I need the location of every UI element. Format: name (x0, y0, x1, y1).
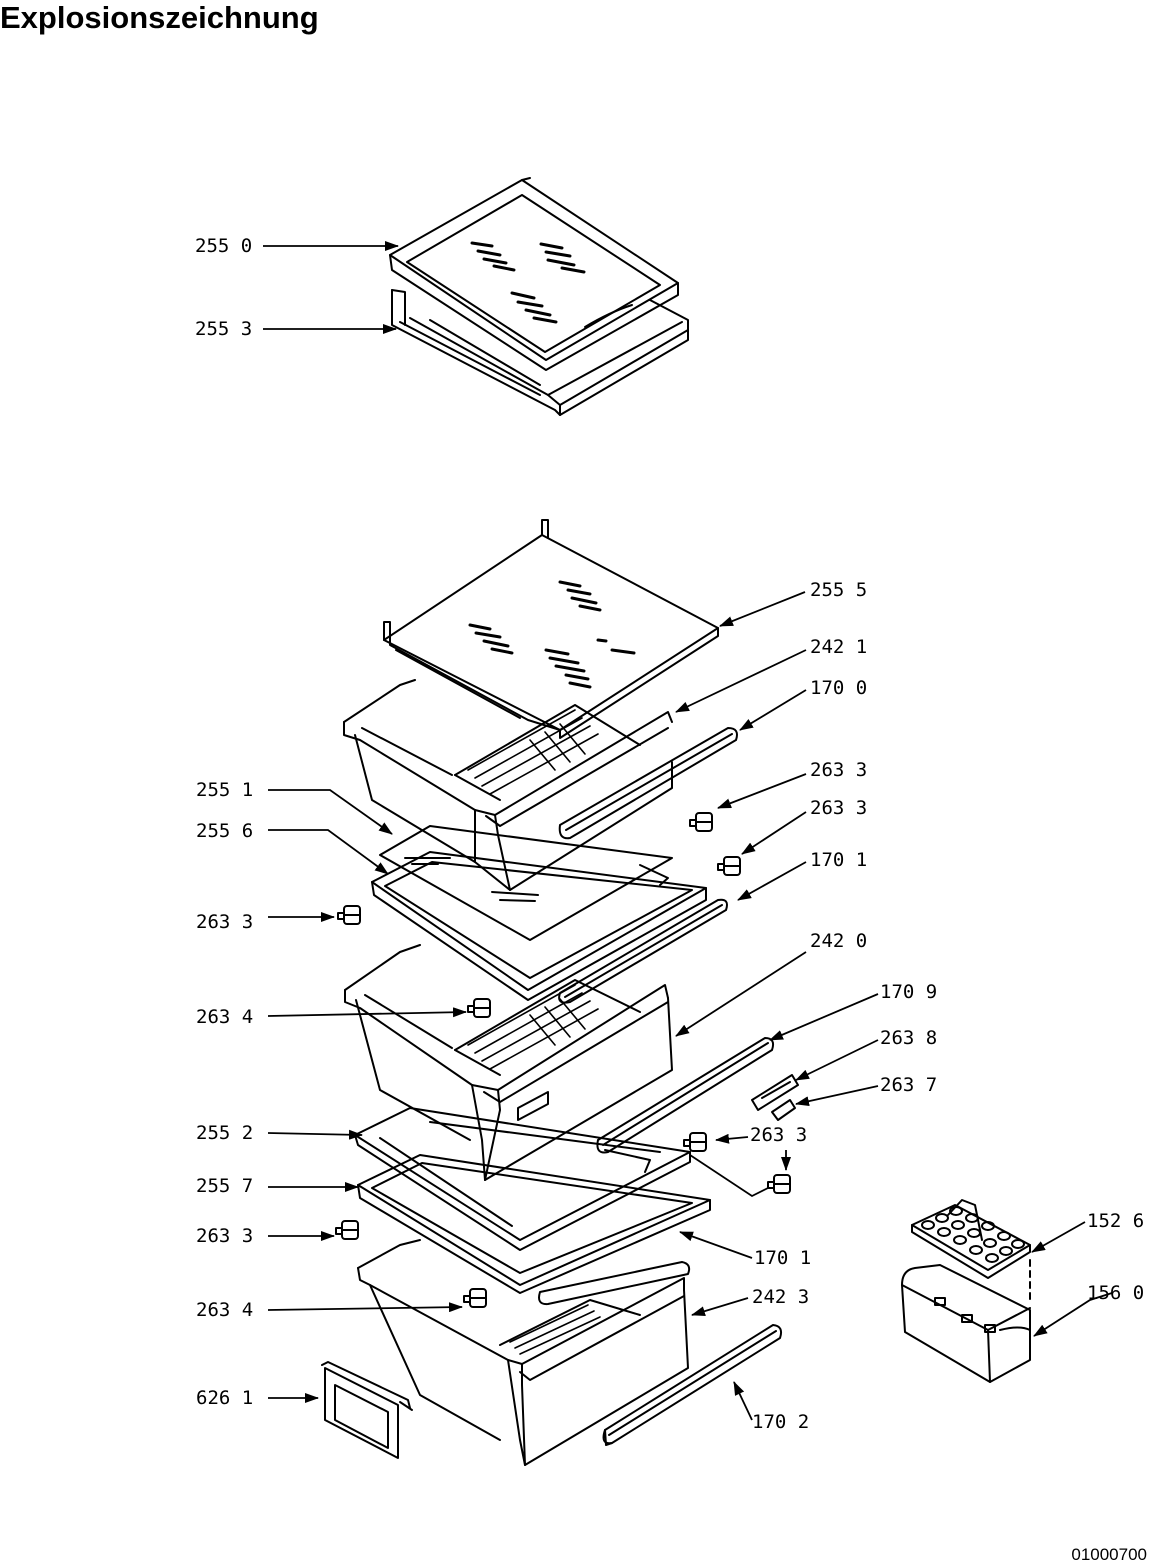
label-263-4-a: 263 4 (196, 1006, 254, 1028)
drawer-242-0 (345, 945, 672, 1180)
label-170-9: 170 9 (880, 981, 938, 1003)
clip-263-8 (752, 1075, 798, 1110)
label-255-2: 255 2 (196, 1122, 254, 1144)
label-263-3-a: 263 3 (810, 759, 868, 781)
label-255-3: 255 3 (195, 318, 253, 340)
label-263-3-d: 263 3 (750, 1124, 808, 1146)
trim-170-1-upper (559, 900, 727, 1003)
label-156-0: 156 0 (1087, 1282, 1145, 1304)
frame-255-6 (372, 852, 706, 1000)
trim-170-0 (560, 728, 737, 838)
drawing-code: 01000700 (1071, 1545, 1147, 1564)
peg-263-4-a (468, 999, 490, 1017)
label-255-7: 255 7 (196, 1175, 254, 1197)
frame-255-7 (358, 1150, 710, 1293)
peg-263-3-a (690, 813, 712, 831)
frame-255-3 (392, 290, 688, 415)
label-242-1: 242 1 (810, 636, 868, 658)
drawer-242-3 (358, 1240, 688, 1465)
label-255-6: 255 6 (196, 820, 254, 842)
egg-box-156-0 (902, 1265, 1030, 1382)
label-255-5: 255 5 (810, 579, 868, 601)
peg-263-3-b (718, 857, 740, 875)
pegs (336, 813, 790, 1307)
trim-170-9 (597, 1038, 773, 1153)
peg-263-3-c (338, 906, 360, 924)
label-263-4-b: 263 4 (196, 1299, 254, 1321)
trim-170-1-lower (539, 1262, 689, 1304)
label-263-7: 263 7 (880, 1074, 938, 1096)
page-title: Explosionszeichnung (0, 0, 319, 35)
label-255-1: 255 1 (196, 779, 254, 801)
label-170-1-b: 170 1 (754, 1247, 812, 1269)
shelf-255-2 (355, 1108, 690, 1250)
label-170-0: 170 0 (810, 677, 868, 699)
label-263-3-b: 263 3 (810, 797, 868, 819)
clip-263-7 (772, 1100, 795, 1120)
peg-263-3-d (684, 1133, 706, 1151)
label-170-2: 170 2 (752, 1411, 810, 1433)
label-holder-626-1 (322, 1362, 412, 1458)
peg-263-3-e (768, 1175, 790, 1193)
trim-170-2 (604, 1325, 782, 1445)
label-263-3-c: 263 3 (196, 911, 254, 933)
label-263-3-e: 263 3 (196, 1225, 254, 1247)
label-626-1: 626 1 (196, 1387, 254, 1409)
peg-263-4-b (464, 1289, 486, 1307)
label-242-0: 242 0 (810, 930, 868, 952)
label-170-1-a: 170 1 (810, 849, 868, 871)
shelf-255-0 (390, 178, 678, 370)
label-263-8: 263 8 (880, 1027, 938, 1049)
leader-lines (263, 241, 1112, 1420)
glass-shelf-255-1 (380, 826, 672, 940)
label-242-3: 242 3 (752, 1286, 810, 1308)
label-152-6: 152 6 (1087, 1210, 1145, 1232)
egg-tray-152-6 (912, 1200, 1030, 1278)
shelf-lid-255-5 (384, 520, 718, 738)
peg-263-3-f (336, 1221, 358, 1239)
label-255-0: 255 0 (195, 235, 253, 257)
